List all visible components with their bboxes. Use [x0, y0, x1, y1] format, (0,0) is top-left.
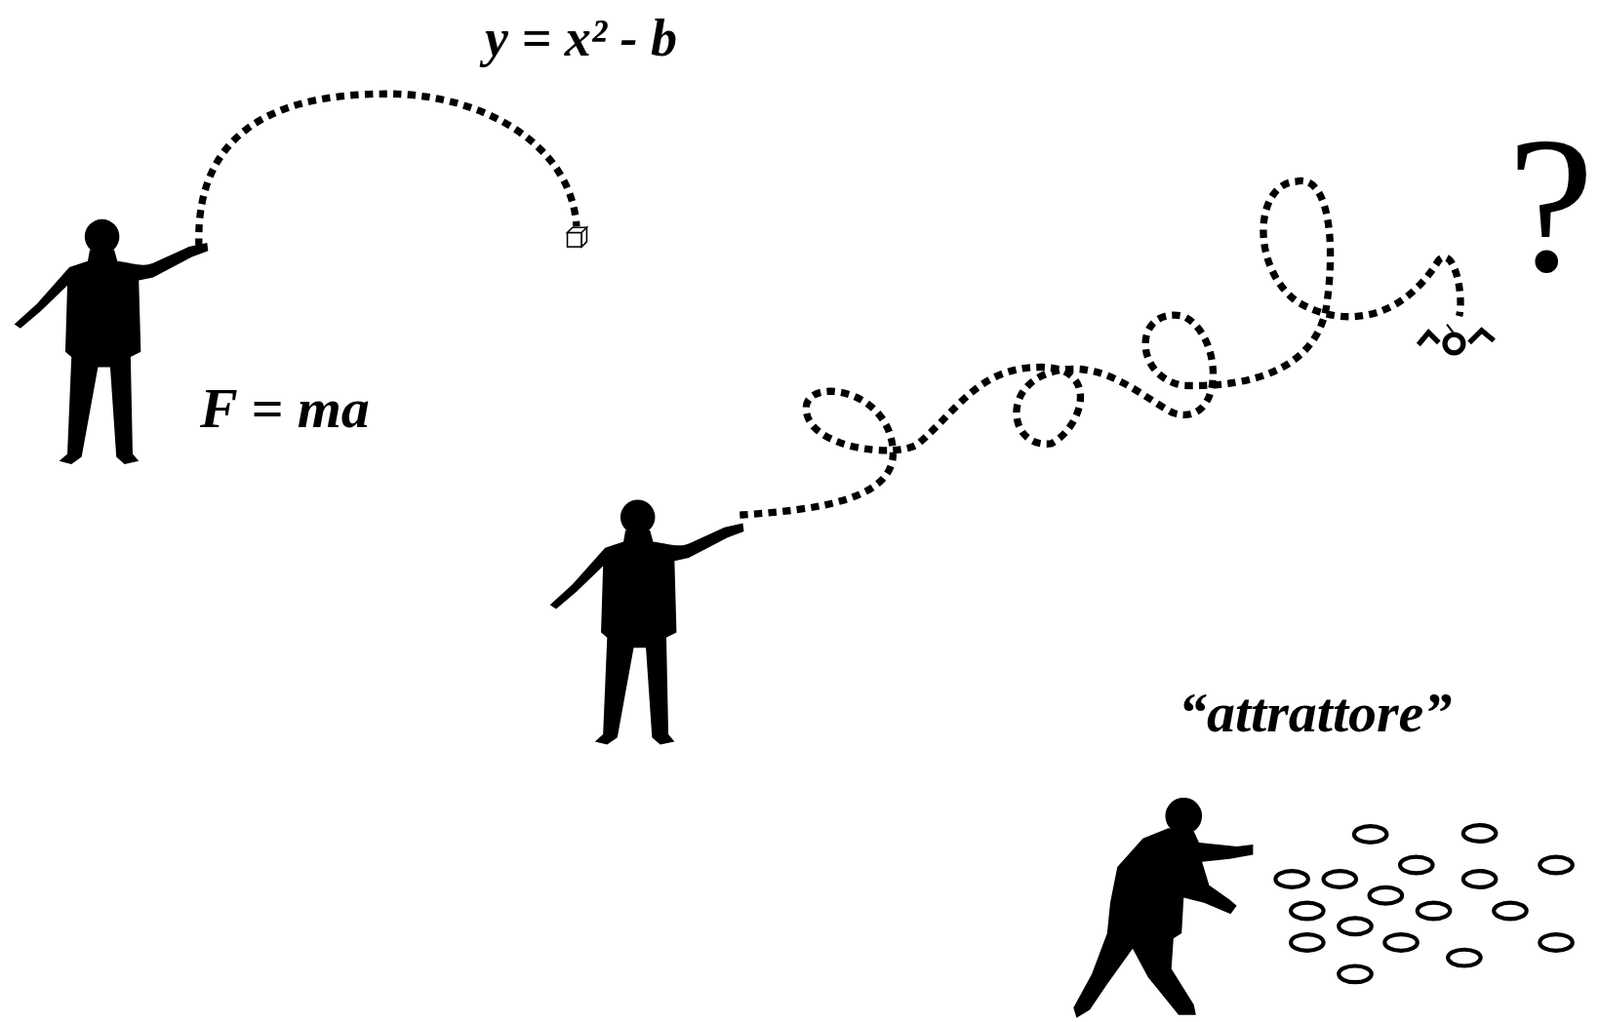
question-mark: ? [1507, 107, 1595, 303]
attractor-points [1275, 825, 1572, 983]
person-silhouette [550, 499, 745, 745]
chaotic-path [739, 180, 1461, 516]
odd-object-icon [1418, 324, 1494, 354]
cube-icon [567, 227, 588, 247]
person-silhouette [14, 219, 209, 465]
equation-label: y = x² - b [484, 11, 678, 65]
parabola-path [199, 93, 577, 247]
person-silhouette [1073, 798, 1253, 1019]
attractor-label: “attrattore” [1178, 684, 1452, 742]
equation-label: F = ma [200, 380, 370, 438]
